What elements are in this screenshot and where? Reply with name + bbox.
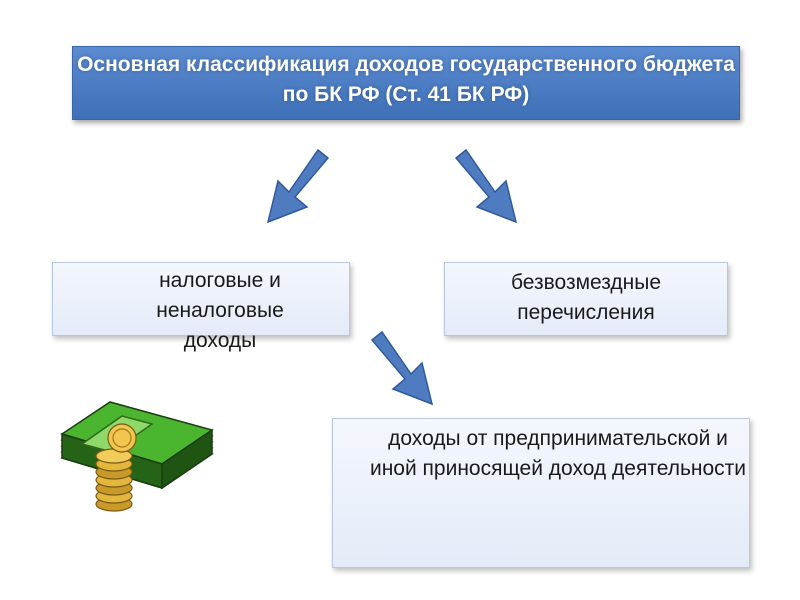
- title-text: Основная классификация доходов государст…: [77, 53, 735, 106]
- tax-income-text: налоговые и неналоговые доходы: [156, 269, 284, 352]
- gratuitous-transfers-box: [444, 262, 728, 336]
- title-banner: [72, 46, 740, 120]
- money-stack-icon: [60, 401, 214, 512]
- tax-income-box: [52, 262, 350, 336]
- arrow-down-icon: [370, 330, 434, 406]
- arrow-right-icon: [454, 148, 518, 224]
- arrow-left-icon: [266, 148, 330, 224]
- business-income-box: [332, 418, 750, 568]
- business-income-text: доходы от предпринимательской и иной при…: [369, 427, 747, 480]
- gratuitous-transfers-text: безвозмездные перечисления: [510, 271, 662, 324]
